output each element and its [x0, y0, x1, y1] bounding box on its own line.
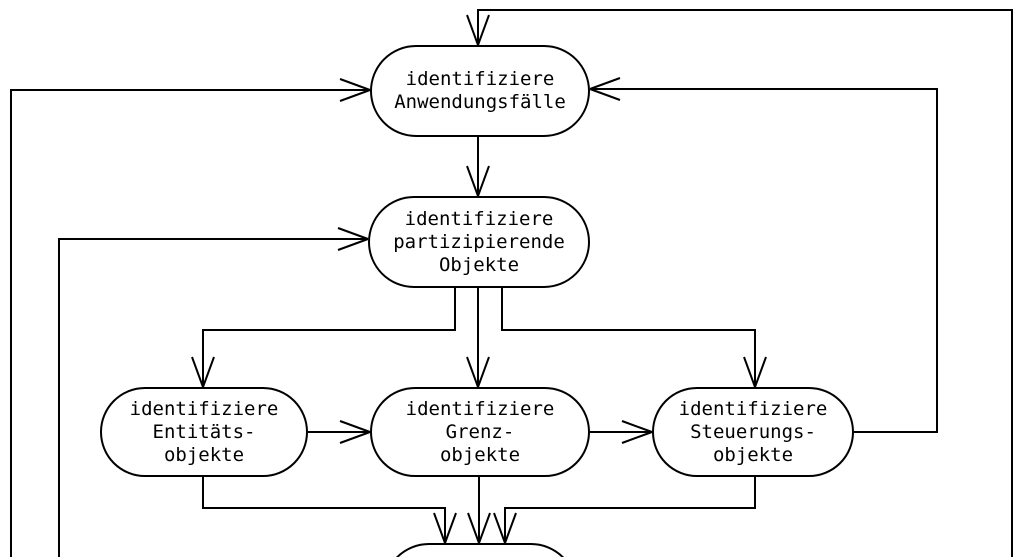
edge-offscreen-bottom-left-to-anwendungsfaelle	[10, 78, 371, 557]
arrowhead	[466, 14, 490, 46]
node-text-line: identifiziere	[405, 397, 555, 420]
arrowhead	[466, 356, 490, 388]
node-identifiziere-entitaetsobjekte: identifiziere Entitäts- objekte	[100, 387, 308, 477]
edge-offscreen-bottom-right-to-anwendungsfaelle	[466, 9, 1013, 557]
node-text-line: objekte	[163, 443, 245, 466]
arrowhead	[493, 512, 517, 544]
edge-entitaets-to-grenz	[308, 420, 371, 444]
edge-line	[58, 238, 368, 557]
edge-partizipierende-to-steuerungs	[501, 288, 767, 388]
node-identifiziere-anwendungsfaelle: identifiziere Anwendungsfälle	[370, 45, 590, 137]
arrowhead	[339, 420, 371, 444]
arrowhead	[743, 356, 767, 388]
arrowhead	[466, 165, 490, 197]
node-text-line: objekte	[439, 443, 521, 466]
node-text-line: Anwendungsfälle	[394, 91, 566, 113]
node-text-line: objekte	[712, 443, 794, 466]
arrowhead	[191, 356, 215, 388]
edge-partizipierende-to-entitaets	[191, 288, 456, 388]
node-text-line: Grenz-	[445, 420, 515, 443]
edge-line	[504, 477, 756, 543]
edge-entitaets-to-bottom	[202, 477, 457, 544]
edge-steuerungs-to-bottom	[493, 477, 756, 544]
arrowhead	[433, 512, 457, 544]
edge-anwendungsfaelle-to-partizipierende	[466, 137, 490, 197]
edge-line	[10, 89, 370, 557]
node-text-line: identifiziere	[405, 68, 555, 90]
node-identifiziere-grenzobjekte: identifiziere Grenz- objekte	[370, 387, 590, 477]
node-identifiziere-partizipierende-objekte: identifiziere partizipierende Objekte	[368, 196, 590, 288]
arrowhead	[589, 77, 621, 101]
arrowhead	[467, 512, 491, 544]
node-text-line: Objekte	[438, 253, 520, 276]
edge-grenz-to-bottom	[467, 477, 491, 544]
edge-steuerungs-to-anwendungsfaelle	[589, 77, 938, 433]
node-text-line: identifiziere	[678, 397, 828, 420]
node-text-line: partizipierende	[393, 230, 565, 253]
node-text-line: Entitäts-	[152, 420, 256, 443]
node-text-line: identifiziere	[404, 207, 554, 230]
edge-line	[202, 288, 456, 387]
edge-line	[477, 9, 1013, 557]
arrowhead	[337, 227, 369, 251]
edge-offscreen-bottom-left-to-partizipierende	[58, 227, 369, 557]
node-text-line: identifiziere	[129, 397, 279, 420]
arrowhead	[621, 420, 653, 444]
edge-line	[590, 88, 938, 433]
edge-grenz-to-steuerungs	[590, 420, 653, 444]
node-text-line: Steuerungs-	[690, 420, 816, 443]
arrowhead	[339, 78, 371, 102]
edge-line	[501, 288, 756, 387]
edge-line	[202, 477, 446, 543]
edge-partizipierende-to-grenz	[466, 288, 490, 388]
node-identifiziere-steuerungsobjekte: identifiziere Steuerungs- objekte	[652, 387, 854, 477]
